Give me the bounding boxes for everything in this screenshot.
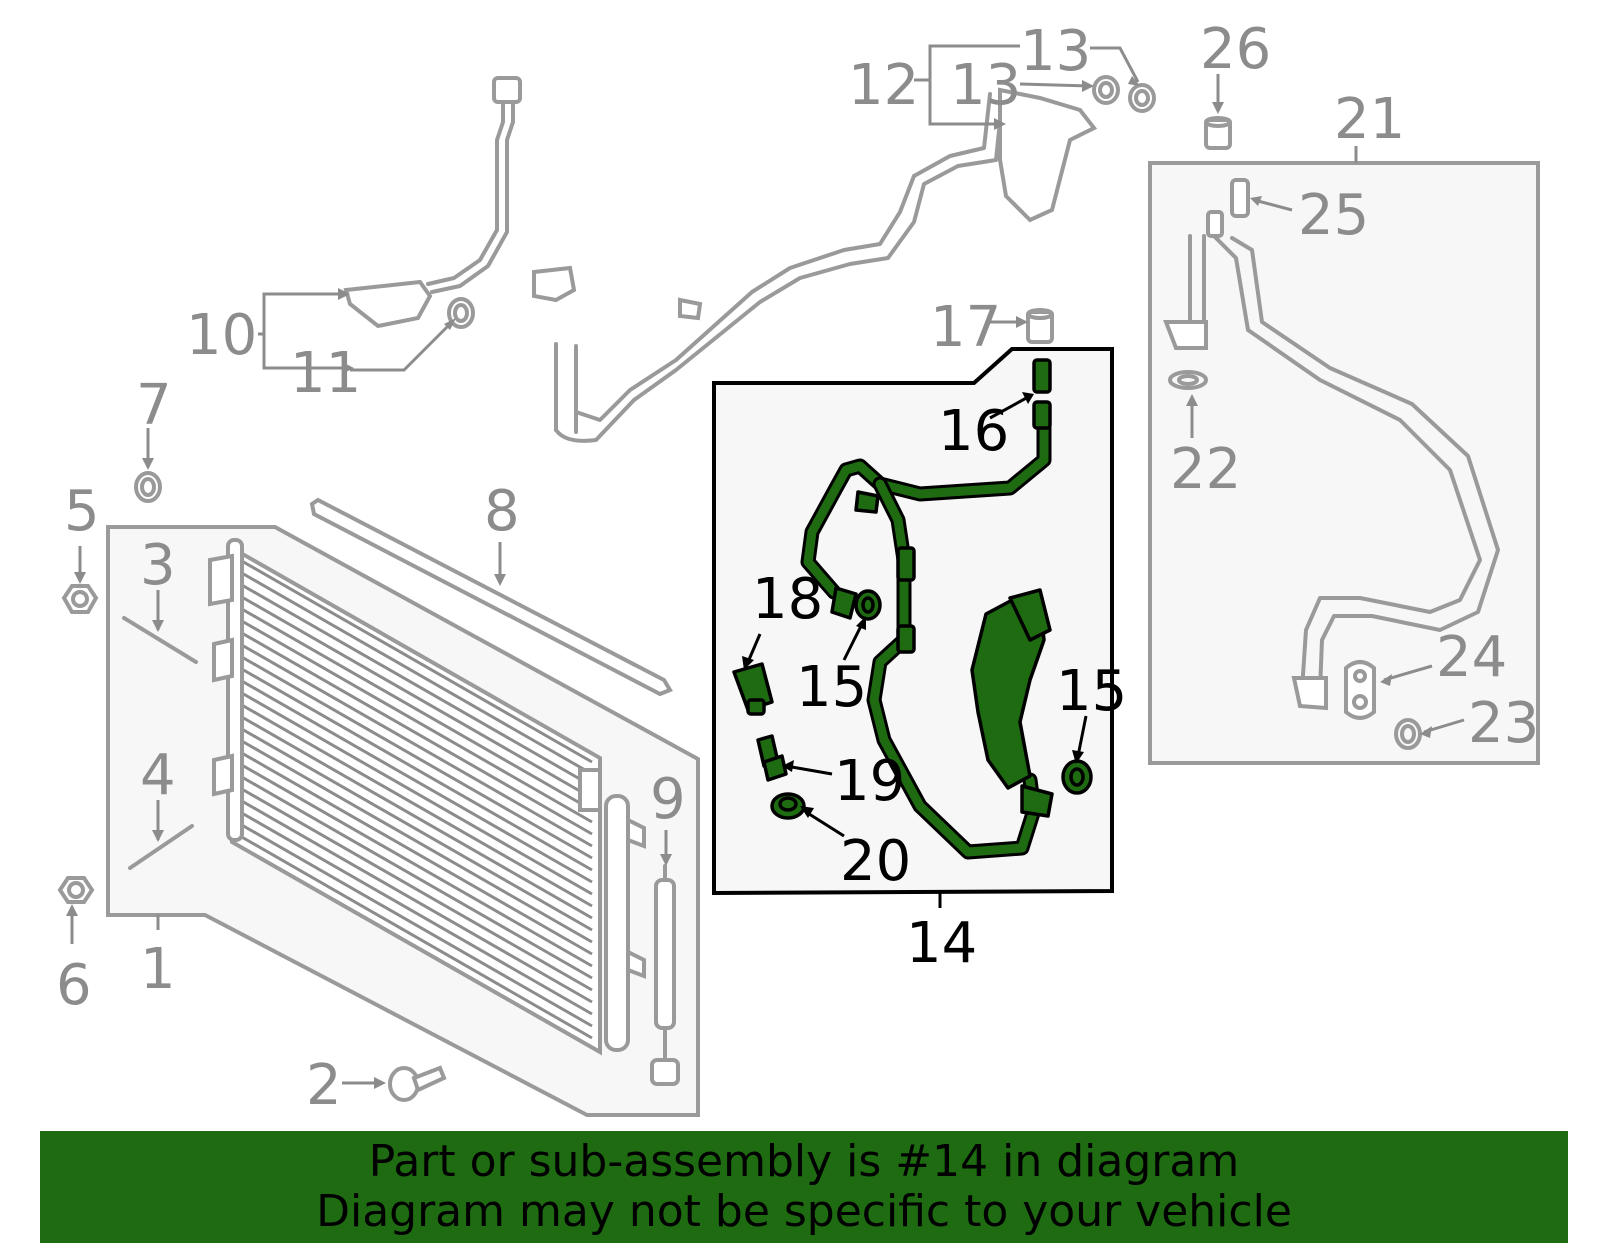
callout-16: 16 [938, 399, 1009, 464]
banner-line-1: Part or sub-assembly is #14 in diagram [368, 1136, 1240, 1187]
part-10-hose [343, 76, 522, 329]
leader-15a [842, 623, 864, 661]
leader-20 [805, 810, 845, 838]
leader-16 [989, 394, 1031, 420]
leader-19 [785, 764, 833, 776]
receiver-drier [604, 794, 646, 1052]
callout-10: 10 [186, 303, 257, 368]
part-19-valve [756, 734, 788, 782]
part-8-seal-strip [309, 497, 673, 697]
leader-24 [1383, 664, 1433, 682]
callout-22: 22 [1170, 437, 1241, 502]
callout-9: 9 [650, 767, 686, 832]
part-22-oring [1168, 370, 1208, 390]
callout-14: 14 [906, 911, 977, 976]
callout-5: 5 [64, 479, 100, 544]
callout-26: 26 [1200, 17, 1271, 82]
callout-20: 20 [840, 829, 911, 894]
condenser-core [208, 538, 602, 1056]
part-15-oring-left [854, 589, 882, 621]
callout-11: 11 [290, 341, 361, 406]
callout-23: 23 [1468, 691, 1539, 756]
part-12-hose [532, 87, 1098, 443]
callout-2: 2 [306, 1053, 342, 1118]
part-20-cap [770, 792, 806, 820]
leader-13b [1090, 46, 1140, 83]
leader-11 [350, 320, 454, 372]
callout-21: 21 [1334, 87, 1405, 152]
part-18-switch [732, 662, 774, 716]
callout-15-right: 15 [1056, 659, 1127, 724]
part-21-group [1148, 161, 1540, 765]
part-9-filter [650, 864, 680, 1086]
callout-7: 7 [136, 373, 172, 438]
leader-18 [746, 633, 762, 663]
condenser-group [106, 525, 700, 1117]
callout-6: 6 [56, 953, 92, 1018]
part-7-oring [134, 471, 162, 503]
part-2-bolt [388, 1065, 447, 1102]
leader-25 [1253, 198, 1293, 212]
callout-3: 3 [140, 533, 176, 598]
callout-24: 24 [1436, 625, 1507, 690]
callout-12: 12 [848, 53, 919, 118]
part-6-nut [57, 876, 95, 904]
banner-line-2: Diagram may not be specific to your vehi… [316, 1186, 1292, 1237]
callout-4: 4 [140, 743, 176, 808]
part-14-group [712, 347, 1114, 896]
part-5-nut [61, 584, 99, 614]
highlight-leader-lines [742, 392, 1088, 908]
leader-10 [258, 292, 350, 370]
callout-13-top: 13 [1020, 19, 1091, 84]
callout-25: 25 [1298, 183, 1369, 248]
part-17-cap [1026, 308, 1054, 344]
part-14-hose [800, 358, 1054, 860]
callout-labels: 1 2 3 4 5 6 7 8 9 10 11 12 13 13 14 15 1… [56, 17, 1539, 1118]
part-13-orings [1092, 75, 1156, 113]
callout-18: 18 [752, 567, 823, 632]
callout-8: 8 [484, 479, 520, 544]
callout-17: 17 [930, 295, 1001, 360]
part-24-gasket [1344, 660, 1376, 720]
part-3-rod [122, 616, 198, 664]
leader-lines [66, 44, 1465, 1089]
part-15-oring-right [1061, 759, 1093, 795]
part-21-group-box [1148, 161, 1540, 765]
callout-13-left: 13 [950, 53, 1021, 118]
info-banner: Part or sub-assembly is #14 in diagram D… [40, 1131, 1568, 1243]
callout-15-left: 15 [796, 655, 867, 720]
part-4-rod [128, 824, 194, 870]
part-11-oring [447, 297, 475, 329]
leader-12 [914, 44, 1020, 126]
leader-13a [1019, 82, 1091, 88]
leader-15b [1076, 715, 1088, 757]
callout-19: 19 [834, 749, 905, 814]
callout-1: 1 [140, 937, 176, 1002]
part-26-cap [1204, 116, 1232, 150]
